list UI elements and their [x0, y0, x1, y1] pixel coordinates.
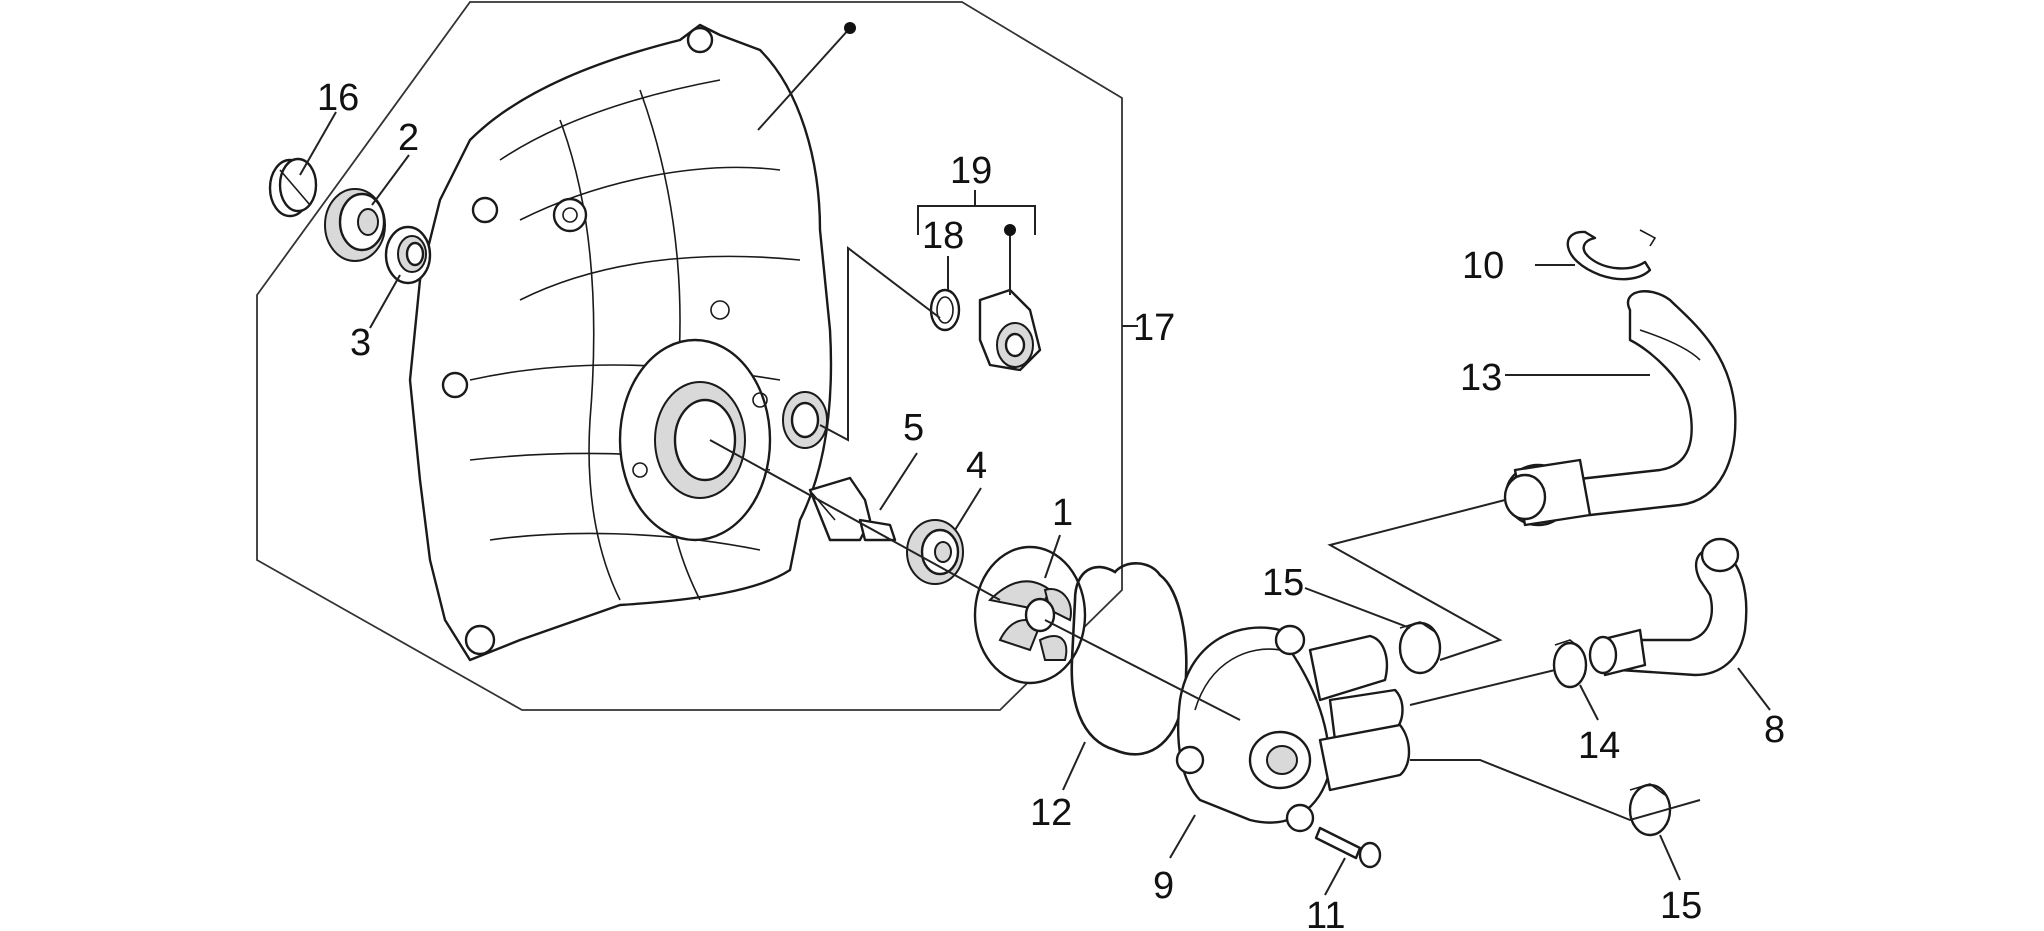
part-15-clamp-upper — [1398, 621, 1442, 675]
part-14-small-clamp — [1552, 639, 1588, 689]
part-9-pump-housing — [1175, 624, 1411, 833]
callout-5: 5 — [903, 407, 924, 449]
assembly-group-frame — [256, 1, 1123, 711]
callout-15-upper: 15 — [1262, 562, 1304, 604]
callout-17: 17 — [1133, 307, 1175, 349]
part-11-screw — [1314, 826, 1382, 869]
callout-4: 4 — [966, 445, 987, 487]
callout-2: 2 — [398, 117, 419, 159]
part-4-mechanical-seal — [906, 519, 964, 585]
part-10-hose-clamp — [1566, 230, 1652, 281]
part-13-coolant-hose — [1503, 290, 1737, 527]
callout-13: 13 — [1460, 357, 1502, 399]
part-8-small-hose — [1588, 537, 1748, 677]
part-2-bearing — [324, 188, 386, 262]
engine-side-cover — [408, 23, 833, 662]
part-12-gasket — [1070, 562, 1188, 756]
part-3-seal — [384, 225, 432, 285]
part-5-pump-shaft — [808, 476, 897, 542]
callout-12: 12 — [1030, 792, 1072, 834]
part-15-clamp-lower — [1628, 783, 1672, 837]
part-18-o-ring — [929, 288, 961, 332]
callout-15-lower: 15 — [1660, 885, 1702, 927]
part-10-clamp-tab — [1639, 229, 1657, 247]
callout-16: 16 — [317, 77, 359, 119]
callout-19: 19 — [950, 150, 992, 192]
callout-18: 18 — [922, 215, 964, 257]
callout-10: 10 — [1462, 245, 1504, 287]
callout-8: 8 — [1764, 709, 1785, 751]
leader-lines — [299, 22, 1771, 896]
callout-9: 9 — [1153, 865, 1174, 907]
callout-3: 3 — [350, 322, 371, 364]
callout-1: 1 — [1052, 492, 1073, 534]
part-1-impeller — [973, 545, 1087, 685]
part-19-drain-plug — [978, 288, 1042, 372]
part-16-clip — [268, 157, 318, 218]
callout-labels: 1 2 3 4 5 8 9 10 11 12 13 14 15 15 16 17… — [317, 77, 1785, 931]
callout-14: 14 — [1578, 725, 1620, 767]
callout-11: 11 — [1306, 895, 1345, 931]
